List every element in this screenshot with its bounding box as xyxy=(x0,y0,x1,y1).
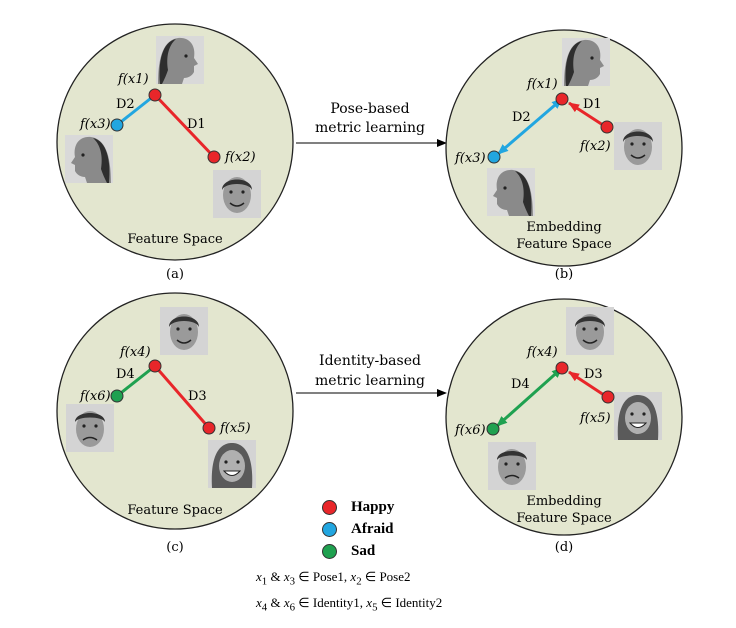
formula-pose: x1 & x3 ∈ Pose1, x2 ∈ Pose2 xyxy=(256,569,411,588)
formula-var: x xyxy=(256,595,262,610)
formula-set: Identity1 xyxy=(312,595,360,610)
point-x2-a xyxy=(207,150,221,164)
caption-a: (a) xyxy=(166,267,184,282)
arrow-label-identity-2: metric learning xyxy=(315,373,425,389)
label-d4-d: D4 xyxy=(511,377,530,392)
d3-arrow-d xyxy=(568,370,608,399)
face-photo-identity2-happy xyxy=(207,439,257,489)
space-label-b1: Embedding xyxy=(526,220,601,235)
space-label-d2: Feature Space xyxy=(516,511,612,526)
point-x4-c xyxy=(148,359,162,373)
label-d4-c: D4 xyxy=(116,367,135,382)
formula-var: x xyxy=(366,595,373,610)
legend-item-afraid: Afraid xyxy=(322,518,394,540)
label-d3-c: D3 xyxy=(188,389,207,404)
label-d2-a: D2 xyxy=(116,97,135,112)
face-photo-pose1-happy xyxy=(562,38,610,86)
label-fx4-d: f(x4) xyxy=(526,345,558,360)
d3-line-c xyxy=(153,365,211,429)
point-x2-b xyxy=(600,120,614,134)
legend-label-afraid: Afraid xyxy=(351,520,394,537)
face-photo-identity1-sad xyxy=(65,403,115,453)
formula-var: x xyxy=(256,569,262,584)
label-fx4-c: f(x4) xyxy=(119,345,151,360)
caption-b: (b) xyxy=(555,267,573,282)
legend-dot-sad xyxy=(322,543,337,559)
label-fx5-c: f(x5) xyxy=(219,421,251,436)
label-d1-a: D1 xyxy=(187,117,206,132)
legend-dot-happy xyxy=(322,499,337,515)
formula-sub: 1 xyxy=(261,575,268,588)
space-label-d1: Embedding xyxy=(526,494,601,509)
caption-d: (d) xyxy=(555,540,573,555)
d4-line-c xyxy=(116,364,156,398)
d4-arrow-d xyxy=(496,366,563,428)
legend-label-happy: Happy xyxy=(351,498,395,515)
formula-var: x xyxy=(283,569,290,584)
label-fx3-b: f(x3) xyxy=(454,151,486,166)
formula-sub: 5 xyxy=(372,601,378,614)
label-fx1-a: f(x1) xyxy=(117,72,149,87)
label-d1-b: D1 xyxy=(583,97,602,112)
formula-identity: x4 & x6 ∈ Identity1, x5 ∈ Identity2 xyxy=(256,595,443,614)
formula-sub: 6 xyxy=(289,601,296,614)
label-fx6-c: f(x6) xyxy=(79,389,111,404)
space-label-c: Feature Space xyxy=(127,503,223,518)
legend-item-sad: Sad xyxy=(322,540,394,562)
label-fx2-a: f(x2) xyxy=(224,150,256,165)
point-x6-d xyxy=(486,422,500,436)
formula-var: x xyxy=(350,569,357,584)
space-label-b2: Feature Space xyxy=(516,237,612,252)
legend-label-sad: Sad xyxy=(351,542,376,559)
arrow-label-pose-2: metric learning xyxy=(315,120,425,136)
point-x3-b xyxy=(487,150,501,164)
face-photo-identity2-happy xyxy=(613,391,663,441)
point-x3-a xyxy=(110,118,124,132)
formula-set: Pose2 xyxy=(379,569,411,584)
face-photo-identity1-sad xyxy=(487,441,537,491)
face-photo-pose1-afraid xyxy=(487,168,535,216)
face-photo-identity1-happy xyxy=(565,306,615,356)
face-photo-pose2-happy xyxy=(613,121,663,171)
point-x6-c xyxy=(110,389,124,403)
point-x1-a xyxy=(148,88,162,102)
label-fx5-d: f(x5) xyxy=(579,411,611,426)
formula-var: x xyxy=(283,595,290,610)
formula-set: Pose1 xyxy=(312,569,344,584)
d1-line-a xyxy=(153,93,216,159)
point-x5-d xyxy=(601,390,615,404)
label-d2-b: D2 xyxy=(512,110,531,125)
face-photo-pose2-happy xyxy=(212,169,262,219)
legend-item-happy: Happy xyxy=(322,496,394,518)
d2-line-a xyxy=(116,93,156,127)
formula-sub: 4 xyxy=(261,601,268,614)
point-x1-b xyxy=(555,92,569,106)
label-fx1-b: f(x1) xyxy=(526,77,558,92)
face-photo-identity1-happy xyxy=(159,306,209,356)
arrow-label-identity-1: Identity-based xyxy=(319,353,421,369)
formula-sub: 3 xyxy=(289,575,296,588)
label-d3-d: D3 xyxy=(584,367,603,382)
label-fx3-a: f(x3) xyxy=(79,117,111,132)
face-photo-pose1-afraid xyxy=(65,135,113,183)
formula-sub: 2 xyxy=(356,575,362,588)
legend-dot-afraid xyxy=(322,521,337,537)
face-photo-pose1-happy xyxy=(156,36,204,84)
d1-arrow-b xyxy=(568,101,607,129)
caption-c: (c) xyxy=(166,540,183,555)
label-fx2-b: f(x2) xyxy=(579,139,611,154)
arrow-label-pose-1: Pose-based xyxy=(330,101,409,117)
space-label-a: Feature Space xyxy=(127,232,223,247)
d2-arrow-b xyxy=(497,97,563,156)
point-x4-d xyxy=(555,361,569,375)
emotion-legend: Happy Afraid Sad xyxy=(322,496,394,562)
formula-set: Identity2 xyxy=(395,595,443,610)
point-x5-c xyxy=(202,421,216,435)
label-fx6-d: f(x6) xyxy=(454,423,486,438)
